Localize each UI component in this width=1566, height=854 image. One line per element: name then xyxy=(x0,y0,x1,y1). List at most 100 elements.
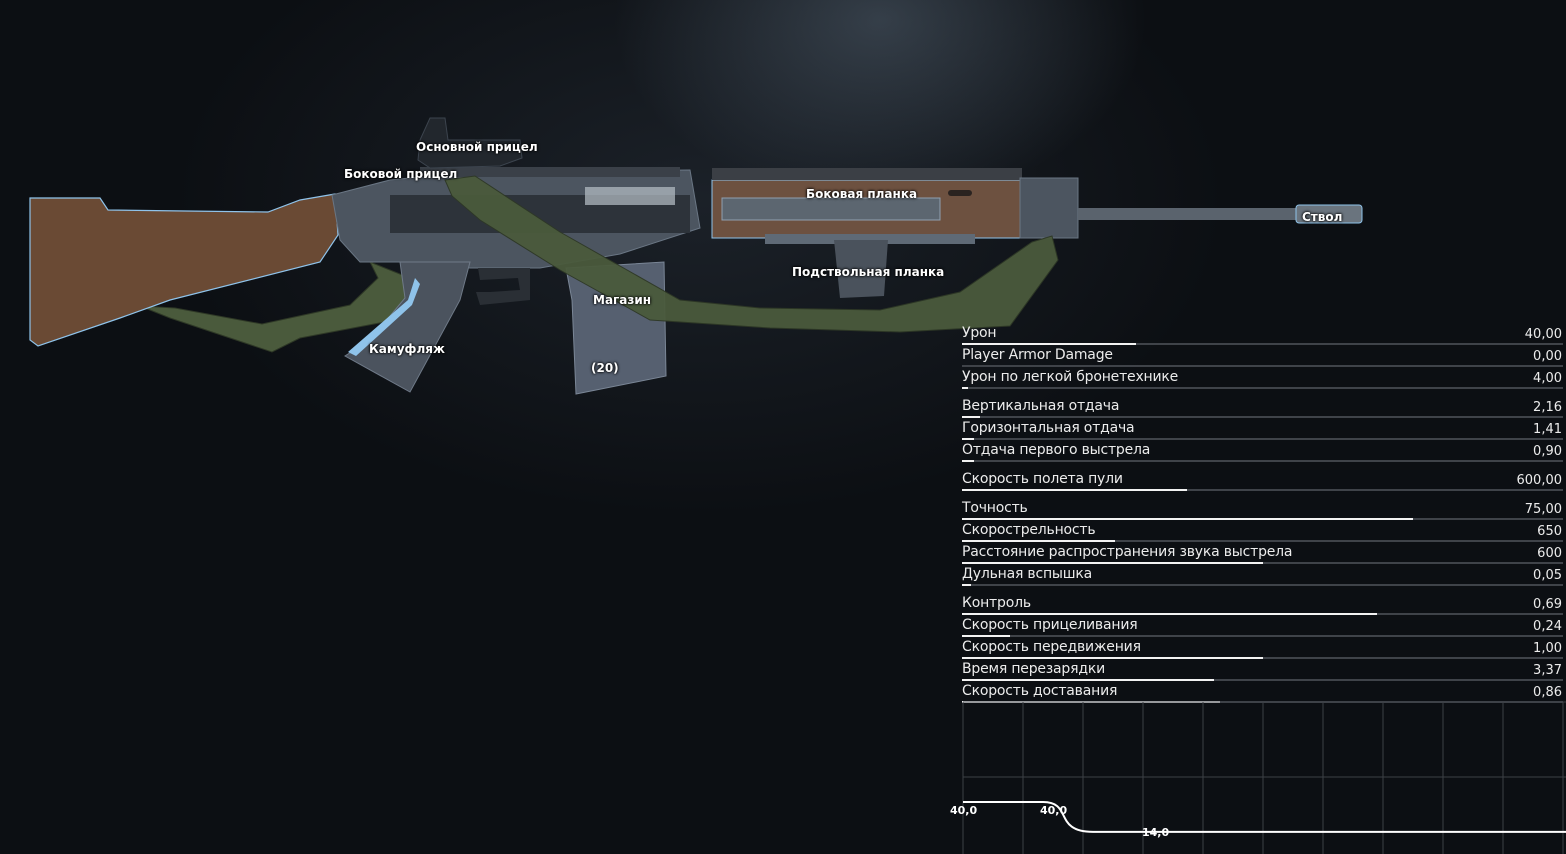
stat-bar-track xyxy=(962,460,1563,462)
handguard-rail-top xyxy=(712,168,1022,180)
stat-name: Дульная вспышка xyxy=(962,566,1093,582)
attachment-main-sight[interactable]: Основной прицел xyxy=(416,140,538,154)
stat-bar-track xyxy=(962,635,1563,637)
data-point-label: 40,0 xyxy=(1040,804,1067,817)
stat-bar-track xyxy=(962,438,1563,440)
stat-row: Урон по легкой бронетехнике 4,00 xyxy=(961,367,1563,389)
barrel xyxy=(1078,208,1318,220)
attachment-side-rail[interactable]: Боковая планка xyxy=(806,187,918,201)
stat-row: Урон 40,00 xyxy=(961,323,1563,345)
stat-row: Время перезарядки 3,37 xyxy=(961,659,1563,681)
front-block xyxy=(1019,177,1079,239)
foregrip xyxy=(834,240,888,298)
stat-bar-track xyxy=(962,584,1563,586)
stat-value: 4,00 xyxy=(1533,371,1562,386)
stat-name: Player Armor Damage xyxy=(962,347,1113,363)
stat-name: Расстояние распространения звука выстрел… xyxy=(962,544,1293,560)
stat-row: Дульная вспышка 0,05 xyxy=(961,564,1563,586)
stat-row: Расстояние распространения звука выстрел… xyxy=(961,542,1563,564)
stat-value: 600 xyxy=(1537,546,1562,561)
sling-front xyxy=(444,175,1059,333)
attachment-underbarrel-rail[interactable]: Подствольная планка xyxy=(792,265,945,279)
stat-bar-track xyxy=(962,679,1563,681)
stat-name: Скорость прицеливания xyxy=(962,617,1138,633)
stat-value: 75,00 xyxy=(1524,502,1562,517)
stat-name: Урон по легкой бронетехнике xyxy=(962,369,1179,385)
stat-value: 0,90 xyxy=(1533,444,1562,459)
stat-bar-track xyxy=(962,518,1563,520)
stat-value: 0,00 xyxy=(1533,349,1562,364)
damage-falloff-chart: 40,0 40,0 14,0 xyxy=(950,701,1566,854)
underbarrel-rail xyxy=(765,234,975,244)
stat-bar-fill xyxy=(962,562,1263,564)
stat-value: 2,16 xyxy=(1533,400,1562,415)
data-point-label: 14,0 xyxy=(1142,826,1169,839)
stat-value: 650 xyxy=(1537,524,1562,539)
stat-name: Горизонтальная отдача xyxy=(962,420,1135,436)
stock xyxy=(29,193,339,347)
trigger-guard xyxy=(476,268,530,305)
top-rail xyxy=(420,167,680,177)
stat-bar-fill xyxy=(962,613,1377,615)
stat-bar-track xyxy=(962,540,1563,542)
magazine-capacity: (20) xyxy=(591,361,619,375)
handguard-rail-side xyxy=(721,197,941,221)
stat-bar-fill xyxy=(962,489,1188,491)
stat-bar-track xyxy=(962,562,1563,564)
stat-name: Урон xyxy=(962,325,997,341)
stat-name: Отдача первого выстрела xyxy=(962,442,1151,458)
stat-bar-track xyxy=(962,365,1563,367)
stat-row: Player Armor Damage 0,00 xyxy=(961,345,1563,367)
stat-row: Горизонтальная отдача 1,41 xyxy=(961,418,1563,440)
stat-bar-track xyxy=(962,343,1563,345)
attachment-magazine[interactable]: Магазин xyxy=(593,293,652,307)
stat-bar-fill xyxy=(962,438,975,440)
stat-value: 1,41 xyxy=(1533,422,1562,437)
pistol-grip xyxy=(344,261,471,393)
stat-name: Скорость полета пули xyxy=(962,471,1123,487)
stat-bar-fill xyxy=(962,679,1215,681)
stat-name: Контроль xyxy=(962,595,1031,611)
stat-bar-fill xyxy=(962,657,1263,659)
stat-value: 3,37 xyxy=(1533,663,1562,678)
stat-bar-track xyxy=(962,387,1563,389)
attachment-side-sight[interactable]: Боковой прицел xyxy=(344,167,458,181)
data-point-label: 40,0 xyxy=(950,804,977,817)
damage-falloff-line xyxy=(963,801,1566,833)
stat-row: Контроль 0,69 xyxy=(961,593,1563,615)
attachment-camo[interactable]: Камуфляж xyxy=(369,342,445,356)
stat-value: 40,00 xyxy=(1524,327,1562,342)
stat-name: Время перезарядки xyxy=(962,661,1105,677)
stat-bar-fill xyxy=(962,460,975,462)
stat-bar-fill xyxy=(962,343,1137,345)
stat-row: Скорость доставания 0,86 xyxy=(961,681,1563,703)
attachment-barrel[interactable]: Ствол xyxy=(1302,210,1343,224)
stat-row: Скорострельность 650 xyxy=(961,520,1563,542)
stat-name: Скорострельность xyxy=(962,522,1096,538)
stat-name: Скорость доставания xyxy=(962,683,1118,699)
stat-bar-track xyxy=(962,613,1563,615)
stat-bar-fill xyxy=(962,387,968,389)
stat-bar-fill xyxy=(962,584,971,586)
stat-value: 0,24 xyxy=(1533,619,1562,634)
stat-bar-fill xyxy=(962,635,1011,637)
ejection-port xyxy=(585,187,675,205)
stat-bar-fill xyxy=(962,518,1413,520)
stat-bar-track xyxy=(962,657,1563,659)
stat-value: 0,86 xyxy=(1533,685,1562,700)
stat-row: Отдача первого выстрела 0,90 xyxy=(961,440,1563,462)
stat-value: 1,00 xyxy=(1533,641,1562,656)
stat-bar-track xyxy=(962,416,1563,418)
stat-value: 0,69 xyxy=(1533,597,1562,612)
muzzle xyxy=(1295,204,1363,224)
red-dot-sight xyxy=(417,117,523,169)
stat-value: 0,05 xyxy=(1533,568,1562,583)
stat-row: Скорость прицеливания 0,24 xyxy=(961,615,1563,637)
stat-bar-fill xyxy=(962,416,981,418)
